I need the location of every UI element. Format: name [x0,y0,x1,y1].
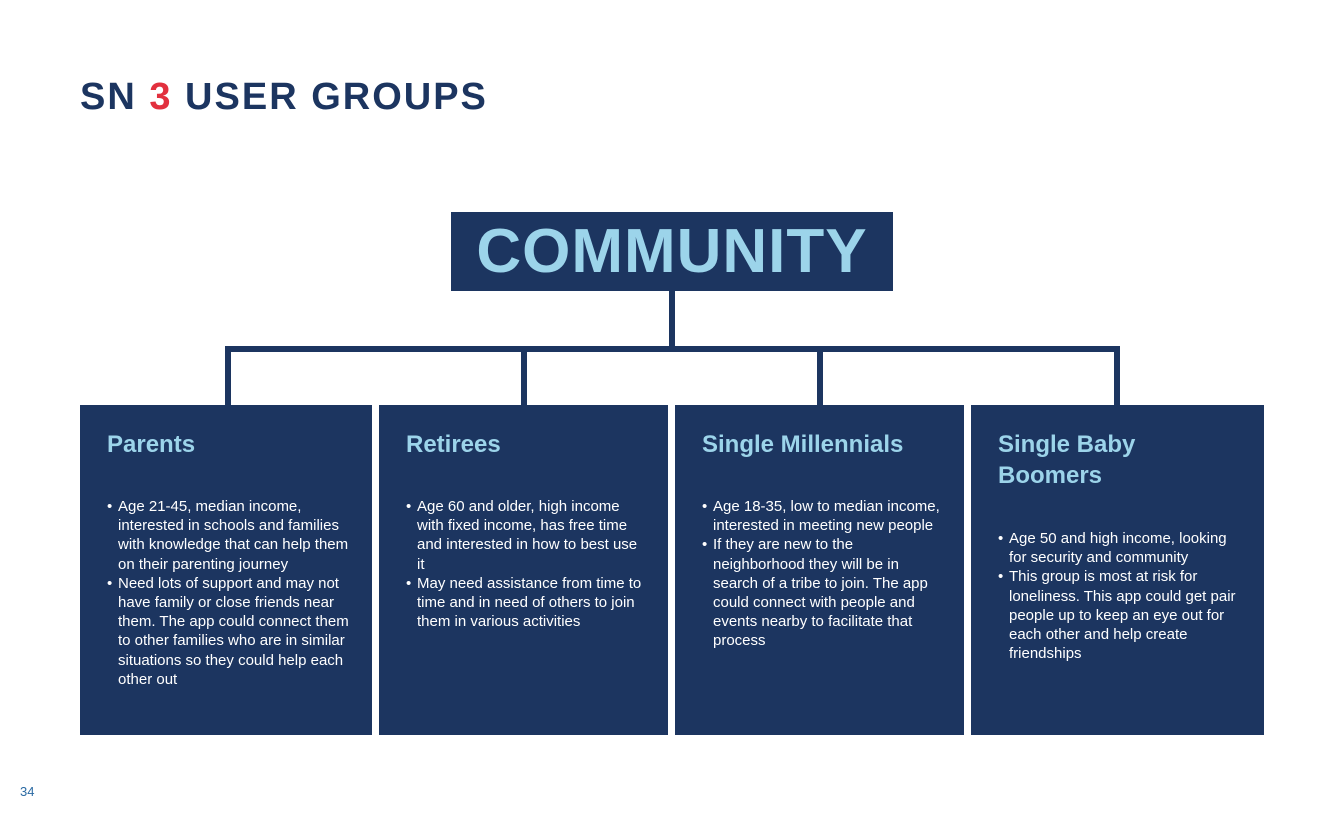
list-item-text: Age 50 and high income, looking for secu… [1009,530,1227,567]
title-number: 3 [149,76,173,118]
title-prefix: SN [80,76,150,118]
list-item-text: May need assistance from time to time an… [417,574,642,631]
list-item: • Age 50 and high income, looking for sec… [998,529,1244,567]
page-number: 34 [20,784,35,799]
group-card-parents: Parents • Age 21-45, median income, inter… [80,405,372,735]
bullet-icon: • [406,498,412,515]
bullet-icon: • [107,574,113,592]
group-card-single-millennials: Single Millennials • Age 18-35, low to me… [675,405,964,735]
list-item-text: If they are new to the neighborhood they… [713,536,928,650]
title-suffix: USER GROUPS [172,76,488,118]
group-bullets-single-millennials: • Age 18-35, low to median income, intere… [702,497,944,651]
list-item: • If they are new to the neighborhood the… [702,535,944,650]
group-bullets-single-baby-boomers: • Age 50 and high income, looking for sec… [998,529,1244,663]
list-item-text: Age 21-45, median income, interested in … [118,498,349,573]
group-card-single-baby-boomers: Single Baby Boomers • Age 50 and high inc… [971,405,1264,735]
list-item: • Need lots of support and may not have f… [107,574,352,689]
bullet-icon: • [406,574,412,592]
list-item: • Age 60 and older, high income with fixe… [406,497,648,574]
bullet-icon: • [702,536,708,554]
group-title-retirees: Retirees [406,431,501,458]
list-item-text: Age 18-35, low to median income, interes… [713,498,940,535]
community-root-node: COMMUNITY [451,212,893,291]
list-item: • May need assistance from time to time a… [406,574,648,632]
group-title-parents: Parents [107,431,196,458]
group-title-single-millennials: Single Millennials [702,431,904,458]
group-card-retirees: Retirees • Age 60 and older, high income … [379,405,668,735]
community-root-label: COMMUNITY [476,217,868,286]
page-title: SN 3 USER GROUPS [80,74,488,120]
list-item-text: Need lots of support and may not have fa… [118,574,349,688]
list-item-text: This group is most at risk for lonelines… [1009,568,1236,663]
bullet-icon: • [998,568,1004,586]
group-bullets-retirees: • Age 60 and older, high income with fixe… [406,497,648,631]
list-item: • This group is most at risk for loneline… [998,567,1244,663]
group-title-single-baby-boomers: Single Baby Boomers [998,431,1136,489]
list-item: • Age 18-35, low to median income, intere… [702,497,944,535]
bullet-icon: • [702,498,708,515]
bullet-icon: • [107,498,113,515]
bullet-icon: • [998,530,1004,547]
group-bullets-parents: • Age 21-45, median income, interested in… [107,497,352,689]
list-item-text: Age 60 and older, high income with fixed… [417,498,638,573]
list-item: • Age 21-45, median income, interested in… [107,497,352,574]
